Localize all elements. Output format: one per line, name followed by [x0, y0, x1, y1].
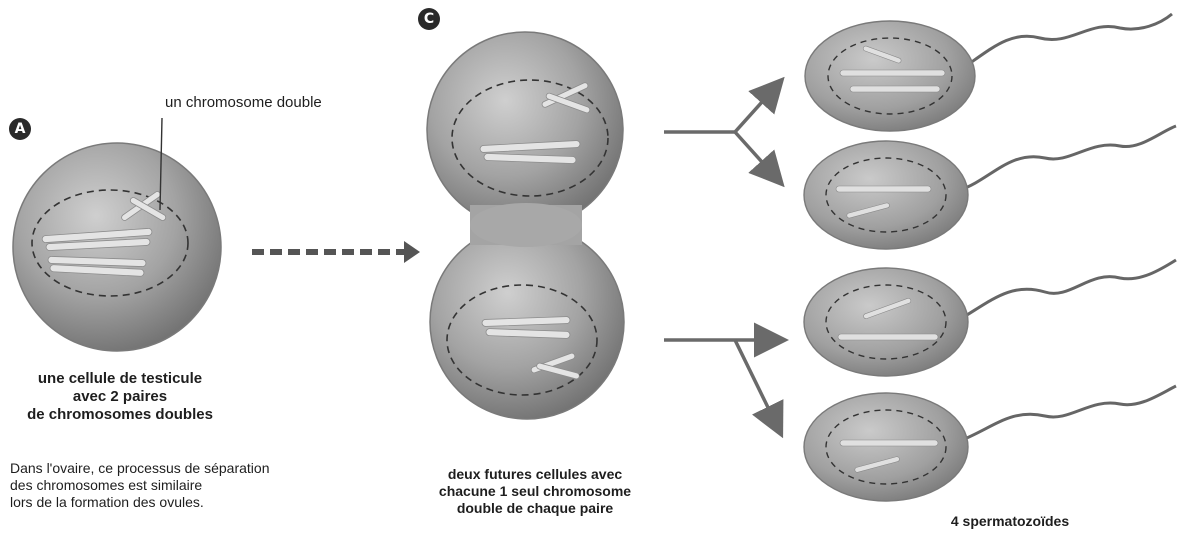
cell-c-caption-line-1: deux futures cellules avec [410, 466, 660, 483]
cell-a [13, 118, 221, 351]
cell-c-pair [427, 32, 624, 419]
cell-a-caption-line-2: avec 2 paires [0, 388, 240, 406]
cell-a-caption-line-1: une cellule de testicule [0, 370, 240, 388]
badge-c: C [418, 8, 440, 30]
branch-arrows [664, 82, 782, 432]
ovary-note: Dans l'ovaire, ce processus de séparatio… [10, 460, 269, 511]
ovary-note-line-3: lors de la formation des ovules. [10, 494, 269, 511]
cell-c-caption-line-2: chacune 1 seul chromosome [410, 483, 660, 500]
sperm-2 [804, 126, 1176, 249]
badge-a: A [9, 118, 31, 140]
dashed-arrow [252, 241, 420, 263]
cell-a-caption: une cellule de testicule avec 2 paires d… [0, 370, 240, 424]
sperm-caption: 4 spermatozoïdes [930, 512, 1090, 530]
sperm-1 [805, 14, 1172, 131]
ovary-note-line-2: des chromosomes est similaire [10, 477, 269, 494]
cell-c-top [427, 32, 623, 228]
ovary-note-line-1: Dans l'ovaire, ce processus de séparatio… [10, 460, 269, 477]
cell-a-caption-line-3: de chromosomes doubles [0, 406, 240, 424]
cell-c-caption-line-3: double de chaque paire [410, 500, 660, 517]
chromosome-label: un chromosome double [165, 94, 322, 111]
sperm-3 [804, 260, 1176, 376]
cell-c-caption: deux futures cellules avec chacune 1 seu… [410, 466, 660, 517]
sperm-4 [804, 386, 1176, 501]
